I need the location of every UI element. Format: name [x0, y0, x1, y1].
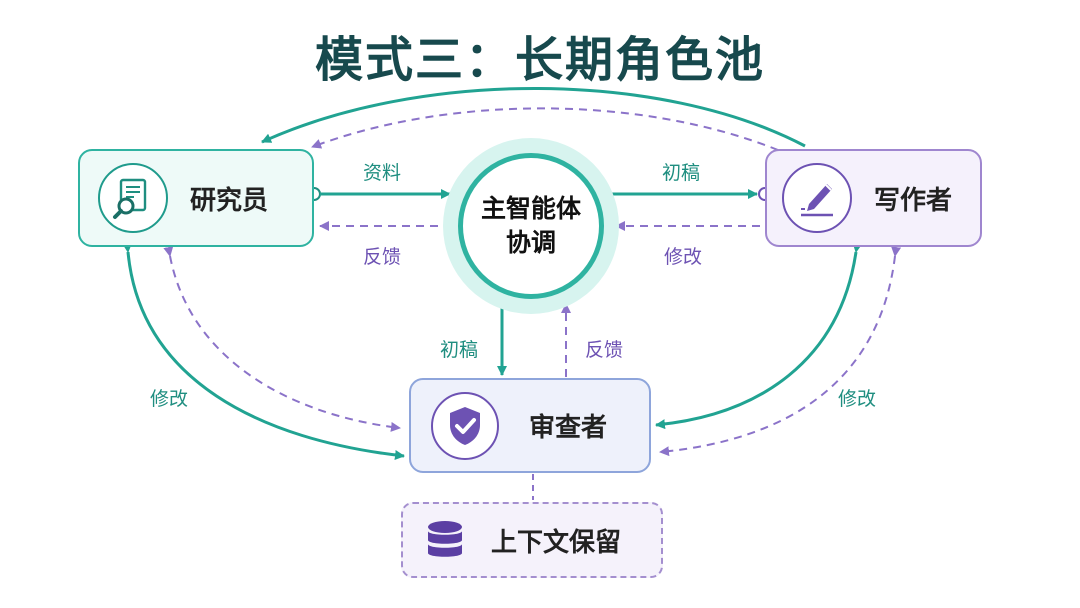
edge-label-feedback-left: 反馈	[363, 246, 402, 268]
reviewer-node[interactable]: 审查者	[409, 378, 651, 473]
researcher-node[interactable]: 研究员	[78, 149, 314, 247]
pen-writing-icon	[782, 163, 852, 233]
edge-label-feedback-up: 反馈	[585, 339, 624, 361]
context-label: 上下文保留	[491, 527, 622, 558]
right-curve-solid	[655, 242, 863, 430]
researcher-label: 研究员	[190, 185, 269, 216]
top-arc-solid	[261, 87, 806, 148]
shield-check-icon	[431, 391, 499, 460]
edge-label-materials: 资料	[363, 162, 402, 184]
hub-node[interactable]: 主智能体 协调	[458, 153, 604, 299]
edge-label-revise-right: 修改	[664, 246, 703, 268]
left-curve-dashed	[163, 246, 401, 432]
reviewer-label: 审查者	[529, 413, 608, 443]
edge-label-draft-right: 初稿	[662, 162, 701, 184]
writer-label: 写作者	[874, 185, 953, 216]
page-title: 模式三：长期角色池	[314, 32, 765, 88]
document-search-icon	[98, 163, 168, 233]
database-icon	[425, 518, 465, 562]
writer-node[interactable]: 写作者	[765, 149, 982, 247]
edge-label-revise-far-right: 修改	[838, 388, 877, 410]
right-curve-dashed	[659, 246, 902, 457]
context-node[interactable]: 上下文保留	[401, 502, 663, 578]
top-arc-dashed	[311, 107, 779, 151]
hub-label-line1: 主智能体	[480, 194, 581, 223]
hub-label-line2: 协调	[505, 228, 556, 257]
edge-label-draft-down: 初稿	[440, 339, 479, 361]
left-curve-solid	[122, 242, 405, 460]
edge-label-revise-left: 修改	[150, 388, 189, 410]
